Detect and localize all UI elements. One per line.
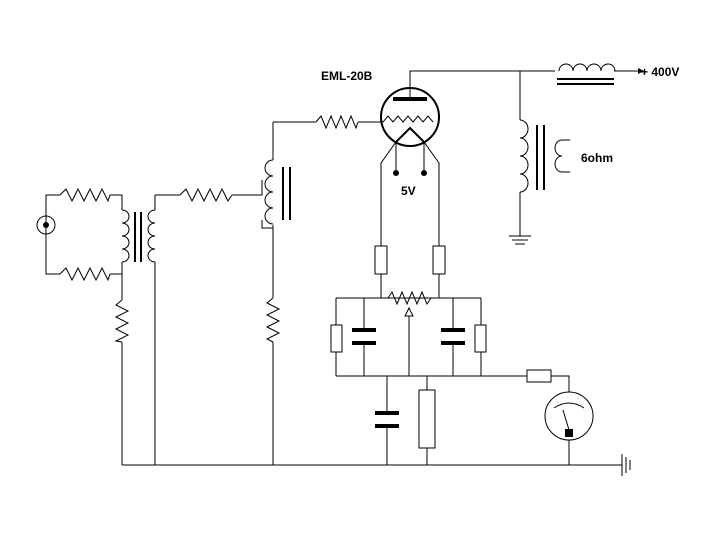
rca-jack-icon	[36, 215, 56, 235]
supply-label: + 400V	[641, 65, 679, 79]
hum-potentiometer	[387, 290, 432, 317]
meter-icon	[544, 391, 594, 441]
interstage-choke	[264, 159, 291, 225]
input-transformer	[121, 209, 156, 263]
filament-label: 5V	[401, 184, 416, 198]
resistor-series	[179, 187, 233, 203]
ground-icon	[509, 235, 531, 245]
filament-resistor-right	[432, 245, 446, 275]
meter-resistor	[526, 369, 552, 383]
resistor-input-shunt	[114, 299, 130, 343]
cathode-resistor	[418, 389, 436, 449]
filament-terminals	[393, 142, 427, 176]
resistor-grid-stopper	[315, 114, 359, 130]
speaker-label: 6ohm	[581, 151, 613, 165]
tube-label: EML-20B	[321, 69, 373, 83]
capacitor-filament-left	[352, 328, 376, 345]
filament-resistor-left	[374, 245, 388, 275]
resistor-input-top	[59, 187, 111, 203]
capacitor-filament-right	[441, 328, 465, 345]
supply-choke	[557, 63, 644, 85]
resistor-grid-leak	[265, 297, 281, 343]
shunt-resistor-left	[330, 324, 343, 353]
output-transformer	[519, 119, 570, 193]
triode-tube	[380, 87, 440, 147]
wires	[45, 70, 638, 466]
capacitor-cathode	[375, 411, 399, 428]
resistor-input-bottom	[59, 266, 111, 282]
chassis-ground-icon	[621, 454, 631, 476]
shunt-resistor-right	[474, 324, 487, 353]
